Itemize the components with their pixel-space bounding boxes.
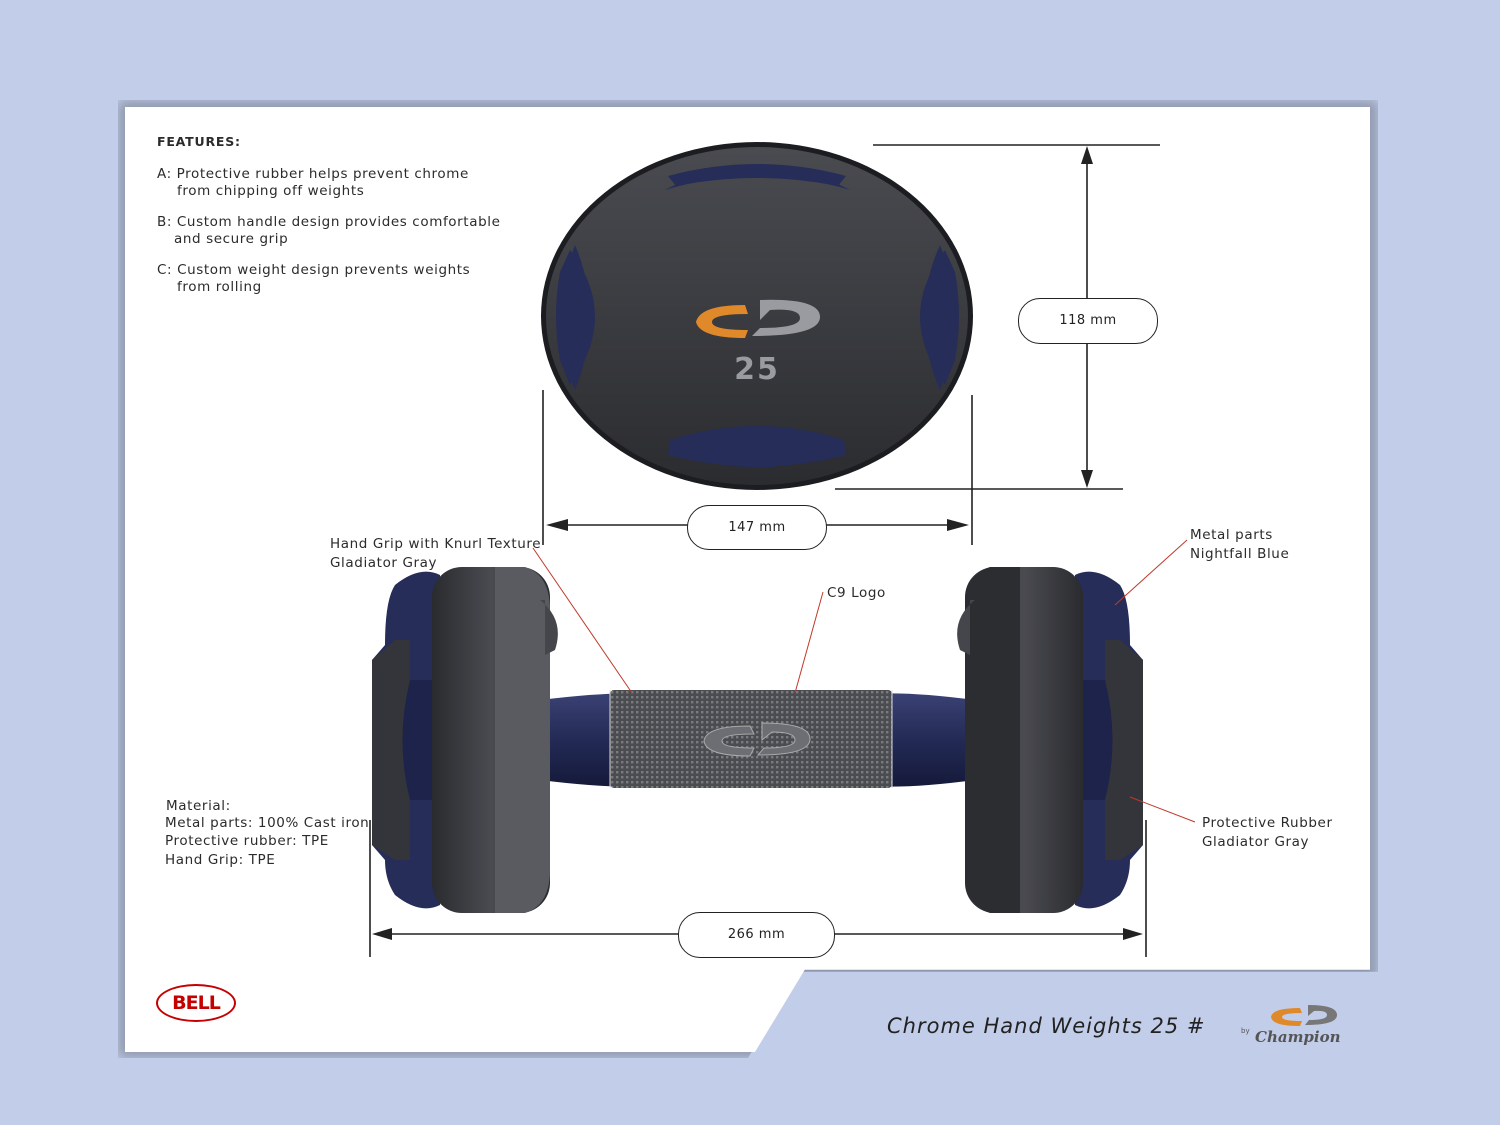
callout-hand-grip: Hand Grip with Knurl Texture Gladiator G… bbox=[330, 536, 541, 572]
dimension-width: 147 mm bbox=[687, 505, 827, 550]
feature-a: A: Protective rubber helps prevent chrom… bbox=[157, 166, 469, 199]
callout-metal-parts: Metal parts Nightfall Blue bbox=[1190, 527, 1289, 563]
feature-b: B: Custom handle design provides comfort… bbox=[157, 214, 501, 247]
features-title: FEATURES: bbox=[157, 134, 241, 149]
callout-metal-line2: Nightfall Blue bbox=[1190, 546, 1290, 562]
plate-top-view bbox=[541, 142, 973, 490]
material-heading: Material: bbox=[166, 798, 231, 814]
feature-a-line1: A: Protective rubber helps prevent chrom… bbox=[157, 166, 469, 182]
callout-protective-rubber: Protective Rubber Gladiator Gray bbox=[1202, 815, 1333, 851]
dimension-length: 266 mm bbox=[678, 912, 835, 958]
feature-c-line1: C: Custom weight design prevents weights bbox=[157, 262, 471, 278]
leader-lines bbox=[532, 539, 1196, 823]
dumbbell-side-view bbox=[372, 567, 1143, 913]
feature-b-line2: and secure grip bbox=[174, 230, 289, 247]
callout-logo: C9 Logo bbox=[827, 585, 886, 601]
callout-rubber-line2: Gladiator Gray bbox=[1202, 834, 1310, 850]
material-metal: Metal parts: 100% Cast iron bbox=[165, 815, 370, 831]
feature-a-line2: from chipping off weights bbox=[177, 182, 365, 199]
callout-rubber-line1: Protective Rubber bbox=[1202, 815, 1333, 831]
feature-c: C: Custom weight design prevents weights… bbox=[157, 262, 470, 295]
product-title: Chrome Hand Weights 25 # bbox=[887, 1014, 1206, 1038]
dimension-arrowheads bbox=[372, 146, 1143, 940]
feature-c-line2: from rolling bbox=[177, 278, 262, 295]
champion-wordmark: Champion bbox=[1255, 1028, 1341, 1046]
material-grip: Hand Grip: TPE bbox=[165, 852, 276, 868]
feature-b-line1: B: Custom handle design provides comfort… bbox=[157, 214, 501, 230]
bell-logo: BELL bbox=[156, 984, 236, 1022]
dimension-height: 118 mm bbox=[1018, 298, 1158, 344]
material-rubber: Protective rubber: TPE bbox=[165, 833, 329, 849]
callout-hand-grip-line2: Gladiator Gray bbox=[330, 555, 438, 571]
callout-hand-grip-line1: Hand Grip with Knurl Texture bbox=[330, 536, 542, 552]
brand-by: by bbox=[1241, 1027, 1250, 1035]
plate-number: 25 bbox=[734, 352, 780, 387]
callout-metal-line1: Metal parts bbox=[1190, 527, 1273, 543]
